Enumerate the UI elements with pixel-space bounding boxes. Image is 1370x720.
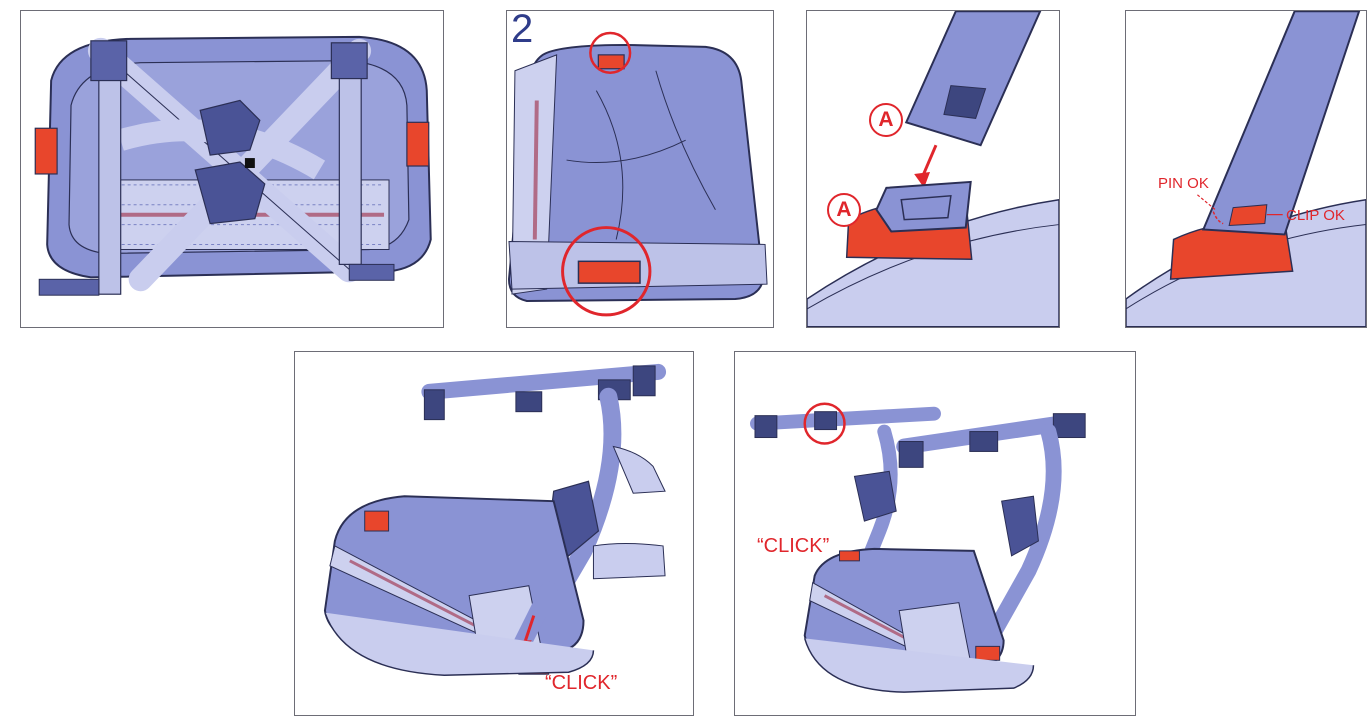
click-label: “CLICK”: [545, 672, 618, 694]
pin-ok-label: PIN OK: [1158, 175, 1209, 192]
callout-a-top: A: [869, 103, 903, 137]
panel-6-second-frame: “CLICK”: [734, 351, 1136, 716]
clip-ok-label: CLIP OK: [1286, 207, 1345, 224]
callout-a-bottom: A: [827, 193, 861, 227]
panel-1-carrycot-base: [20, 10, 444, 328]
panel-3-attach-clip: A A: [806, 10, 1060, 328]
step-number: 2: [511, 10, 534, 51]
carrycot-side-illustration: [507, 31, 768, 317]
click-label: “CLICK”: [757, 535, 830, 557]
panel-5-attach-frame: “CLICK”: [294, 351, 694, 716]
panel-2-clip-locations: 2: [506, 10, 774, 328]
frame-attach-illustration: [323, 363, 667, 676]
carrycot-base-illustration: [34, 35, 432, 296]
frame-complete-illustration: [750, 402, 1086, 693]
clip-check-illustration: [1126, 11, 1366, 327]
panel-4-check-clip: PIN OK CLIP OK: [1125, 10, 1367, 328]
clip-insert-illustration: [807, 11, 1059, 327]
